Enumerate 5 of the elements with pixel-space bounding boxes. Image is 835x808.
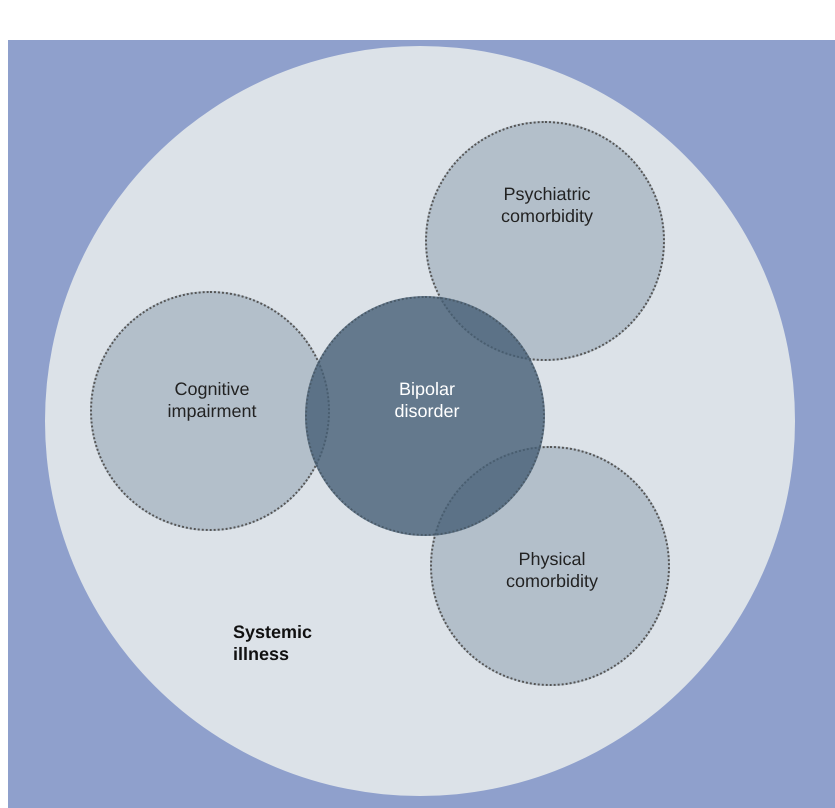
circle-label: Psychiatric comorbidity <box>500 183 594 227</box>
circle-label: Bipolar disorder <box>393 378 461 422</box>
circle-label: Systemic illness <box>233 621 314 665</box>
circle-label: Cognitive impairment <box>166 378 258 422</box>
circle-label: Physical comorbidity <box>504 548 600 592</box>
